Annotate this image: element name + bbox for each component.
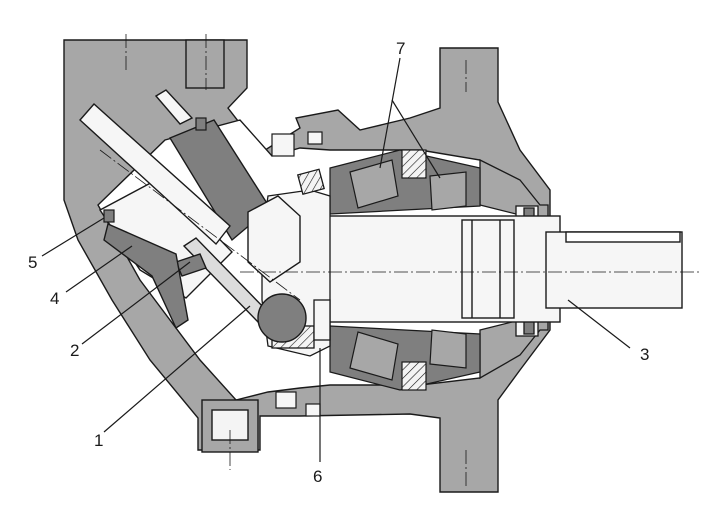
cylinder-block [98,119,307,343]
leader-line-1 [103,305,251,433]
callout-2: 2 [70,341,79,360]
leader-line-7a [379,57,401,169]
leader-line-3 [567,299,631,349]
seals [103,117,323,417]
callout-4: 4 [50,289,59,308]
center-lines [99,34,700,486]
callout-labels: 1 2 3 4 5 6 7 [28,39,649,486]
leader-line-5 [41,217,105,257]
callout-1: 1 [94,431,103,450]
leader-line-2 [81,261,191,345]
tilted-rod [79,89,231,246]
callout-5: 5 [28,253,37,272]
tapered-roller-bearings [329,149,481,391]
leader-line-7b [391,99,441,179]
leader-line-4 [65,245,133,293]
callout-7: 7 [396,39,405,58]
callout-6: 6 [313,467,322,486]
leader-lines [41,57,631,462]
callout-3: 3 [640,345,649,364]
output-shaft [309,215,683,323]
